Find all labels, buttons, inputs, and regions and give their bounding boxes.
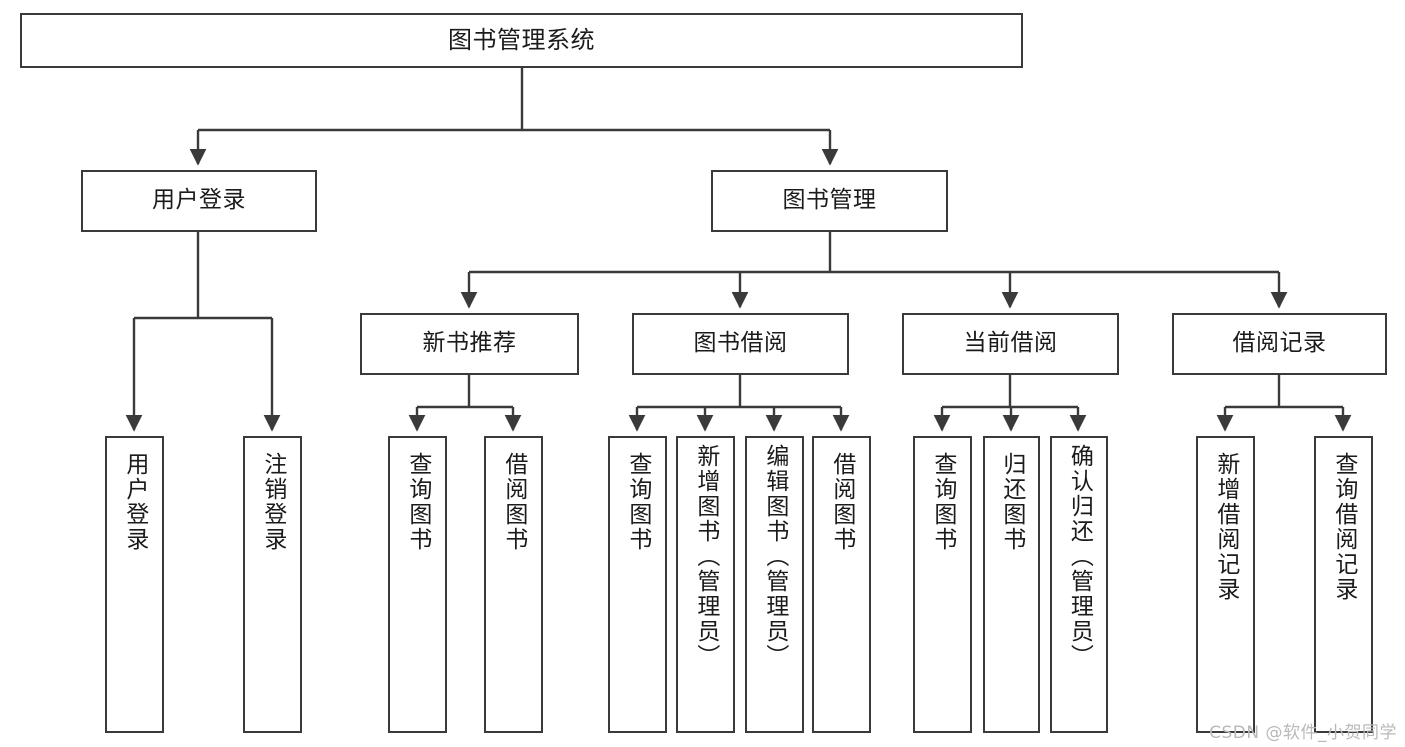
- node-user-login[interactable]: 用户登录: [81, 170, 317, 232]
- watermark: CSDN @软件_小贺同学: [1209, 723, 1397, 743]
- node-label: 新增图书（管理员）: [692, 444, 719, 669]
- node-label: 编辑图书（管理员）: [761, 444, 788, 669]
- node-label: 图书管理: [782, 187, 877, 214]
- node-label: 归还图书: [998, 452, 1025, 552]
- node-label: 新增借阅记录: [1212, 452, 1239, 602]
- node-label: 查询图书: [929, 452, 956, 552]
- node-label: 借阅图书: [500, 452, 527, 552]
- leaf-user-login-logout[interactable]: 注销登录: [243, 436, 302, 733]
- leaf-new-book-borrow-book[interactable]: 借阅图书: [484, 436, 543, 733]
- node-book-management[interactable]: 图书管理: [711, 170, 948, 232]
- leaf-book-borrow-edit-book-admin[interactable]: 编辑图书（管理员）: [745, 436, 804, 733]
- node-label: 确认归还（管理员）: [1066, 444, 1093, 669]
- node-new-book-recommend[interactable]: 新书推荐: [360, 313, 579, 375]
- node-borrow-record[interactable]: 借阅记录: [1172, 313, 1387, 375]
- leaf-current-borrow-confirm-return-admin[interactable]: 确认归还（管理员）: [1050, 436, 1108, 733]
- node-book-borrow[interactable]: 图书借阅: [632, 313, 849, 375]
- leaf-book-borrow-add-book-admin[interactable]: 新增图书（管理员）: [676, 436, 735, 733]
- node-label: 图书管理系统: [448, 26, 595, 55]
- node-label: 用户登录: [121, 452, 148, 552]
- node-label: 图书借阅: [693, 330, 788, 357]
- node-current-borrow[interactable]: 当前借阅: [902, 313, 1119, 375]
- leaf-book-borrow-query-book[interactable]: 查询图书: [608, 436, 667, 733]
- leaf-new-book-query-book[interactable]: 查询图书: [388, 436, 447, 733]
- leaf-user-login-login[interactable]: 用户登录: [105, 436, 164, 733]
- leaf-current-borrow-return-book[interactable]: 归还图书: [983, 436, 1040, 733]
- node-label: 查询借阅记录: [1330, 452, 1357, 602]
- node-label: 用户登录: [152, 187, 246, 214]
- node-label: 新书推荐: [422, 330, 517, 357]
- node-label: 注销登录: [259, 452, 286, 552]
- leaf-borrow-record-query-record[interactable]: 查询借阅记录: [1314, 436, 1373, 733]
- node-label: 查询图书: [624, 452, 651, 552]
- leaf-borrow-record-add-record[interactable]: 新增借阅记录: [1196, 436, 1255, 733]
- leaf-book-borrow-borrow-book[interactable]: 借阅图书: [812, 436, 871, 733]
- node-label: 借阅记录: [1232, 330, 1327, 357]
- node-label: 当前借阅: [963, 330, 1058, 357]
- node-label: 借阅图书: [828, 452, 855, 552]
- node-root-book-management-system[interactable]: 图书管理系统: [20, 13, 1023, 68]
- leaf-current-borrow-query-book[interactable]: 查询图书: [913, 436, 972, 733]
- node-label: 查询图书: [404, 452, 431, 552]
